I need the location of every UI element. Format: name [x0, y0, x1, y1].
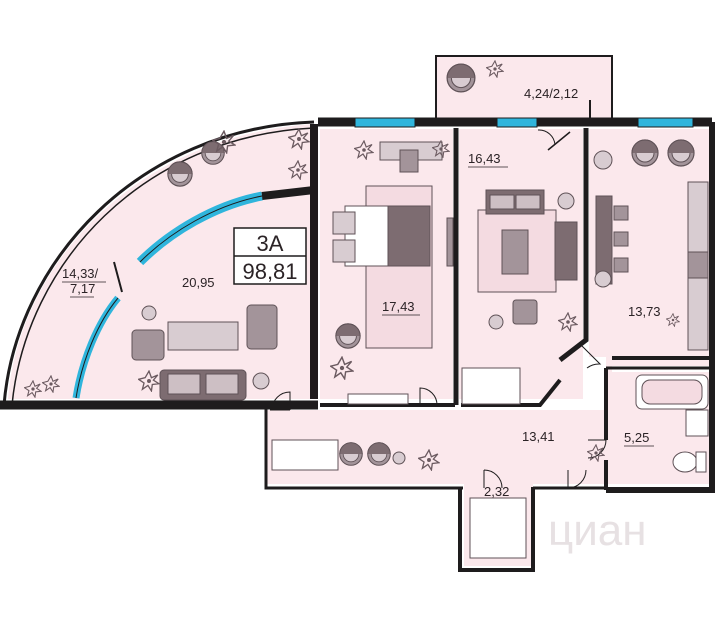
bathroom-toilet: [672, 451, 698, 473]
bedroom-2-sofa-right: [554, 221, 578, 281]
bathroom-sink: [685, 409, 709, 437]
doors: [270, 129, 607, 489]
living-table: [167, 321, 239, 351]
unit-total-area: 98,81: [242, 259, 297, 284]
hall-area: 13,41: [522, 429, 555, 444]
bedroom-1-shelf: [347, 393, 409, 405]
bedroom-2-area: 16,43: [468, 151, 501, 166]
balcony-area: 4,24/2,12: [524, 86, 578, 101]
storage-area: 2,32: [484, 484, 509, 499]
hall-wardrobe: [271, 439, 339, 471]
loggia-inner-wall: [261, 186, 315, 200]
bedroom-2-table: [501, 229, 529, 275]
window-kitchen: [637, 117, 694, 128]
storage-shelves: [469, 497, 527, 559]
bathroom-area: 5,25: [624, 430, 649, 445]
living-armchair-left: [131, 329, 165, 361]
living-lamp: [141, 305, 157, 321]
window-bedroom-2: [496, 117, 538, 128]
furniture: [131, 63, 709, 559]
loggia-area: 14,33/ 7,17: [62, 266, 102, 296]
window-bedroom-1: [354, 117, 416, 128]
kitchen-area: 13,73: [628, 304, 661, 319]
unit-type: 3А: [257, 231, 284, 256]
watermark: циан: [548, 506, 647, 555]
loggia-area-line-1: 14,33/: [62, 266, 99, 281]
living-room-area: 20,95: [182, 275, 215, 290]
living-pouf: [252, 372, 270, 390]
bedroom-1-area: 17,43: [382, 299, 415, 314]
loggia-area-line-2: 7,17: [70, 281, 95, 296]
windows: [72, 117, 694, 399]
unit-badge: 3А 98,81: [233, 227, 307, 285]
living-armchair-right: [246, 304, 278, 350]
